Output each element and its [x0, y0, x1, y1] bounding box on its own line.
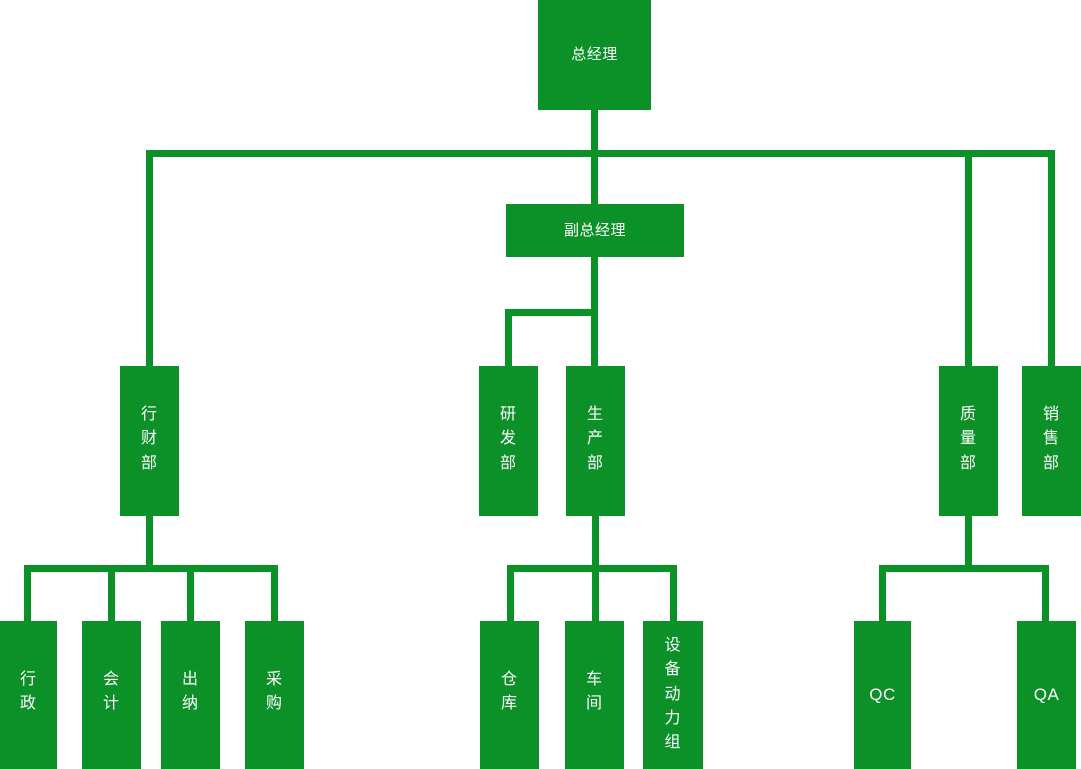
connector-gm-stem	[591, 110, 598, 156]
connector-bus-to-sales	[1048, 150, 1055, 370]
connector-branch-to-rd	[505, 309, 512, 371]
node-label-administration: 行 政	[19, 671, 37, 713]
node-qa[interactable]: QA	[1017, 621, 1076, 769]
connector-bus-to-equipment-power	[670, 565, 677, 623]
node-label-qa: QA	[1033, 685, 1060, 705]
connector-main-bus	[146, 150, 1055, 157]
node-label-cashier: 出 纳	[181, 671, 199, 713]
connector-gm-to-deputy	[591, 150, 598, 208]
connector-bus-to-administration	[24, 565, 31, 623]
node-label-sales-dept: 销 售 部	[1042, 406, 1060, 472]
node-sales-dept[interactable]: 销 售 部	[1022, 366, 1081, 516]
node-label-equipment-power-team: 设 备 动 力 组	[664, 637, 682, 752]
connector-bus-to-purchasing	[271, 565, 278, 623]
node-accounting[interactable]: 会 计	[82, 621, 141, 769]
node-administration[interactable]: 行 政	[0, 621, 57, 769]
node-label-accounting: 会 计	[102, 671, 120, 713]
connector-production-stem	[592, 516, 599, 570]
node-workshop[interactable]: 车 间	[565, 621, 624, 769]
node-label-deputy-general-manager: 副总经理	[563, 221, 626, 239]
node-rd-dept[interactable]: 研 发 部	[479, 366, 538, 516]
node-label-general-manager: 总经理	[571, 46, 618, 64]
node-purchasing[interactable]: 采 购	[245, 621, 304, 769]
connector-bus-to-cashier	[187, 565, 194, 623]
node-label-workshop: 车 间	[585, 671, 603, 713]
connector-bus-to-workshop	[592, 565, 599, 623]
node-warehouse[interactable]: 仓 库	[480, 621, 539, 769]
connector-bus-to-accounting	[108, 565, 115, 623]
node-general-manager[interactable]: 总经理	[538, 0, 651, 110]
node-cashier[interactable]: 出 纳	[161, 621, 220, 769]
node-deputy-general-manager[interactable]: 副总经理	[506, 204, 684, 257]
node-equipment-power-team[interactable]: 设 备 动 力 组	[643, 621, 703, 769]
node-label-production-dept: 生 产 部	[586, 406, 604, 472]
node-production-dept[interactable]: 生 产 部	[566, 366, 625, 516]
node-label-qc: QC	[869, 685, 896, 705]
node-quality-dept[interactable]: 质 量 部	[939, 366, 998, 516]
connector-admin-finance-bus	[24, 565, 278, 572]
node-qc[interactable]: QC	[854, 621, 911, 769]
node-label-quality-dept: 质 量 部	[959, 406, 977, 472]
node-label-purchasing: 采 购	[265, 671, 283, 713]
connector-bus-to-warehouse	[507, 565, 514, 623]
connector-quality-bus	[879, 565, 1049, 572]
connector-deputy-branch-bus	[505, 309, 598, 316]
connector-bus-to-qc	[879, 565, 886, 623]
node-label-rd-dept: 研 发 部	[499, 406, 517, 472]
connector-bus-to-admin-finance	[146, 150, 153, 370]
node-label-warehouse: 仓 库	[500, 671, 518, 713]
connector-quality-stem	[965, 516, 972, 570]
connector-bus-to-quality	[965, 150, 972, 370]
connector-admin-finance-stem	[146, 516, 153, 570]
node-label-admin-finance-dept: 行 财 部	[140, 406, 158, 472]
node-admin-finance-dept[interactable]: 行 财 部	[120, 366, 179, 516]
connector-bus-to-qa	[1042, 565, 1049, 623]
